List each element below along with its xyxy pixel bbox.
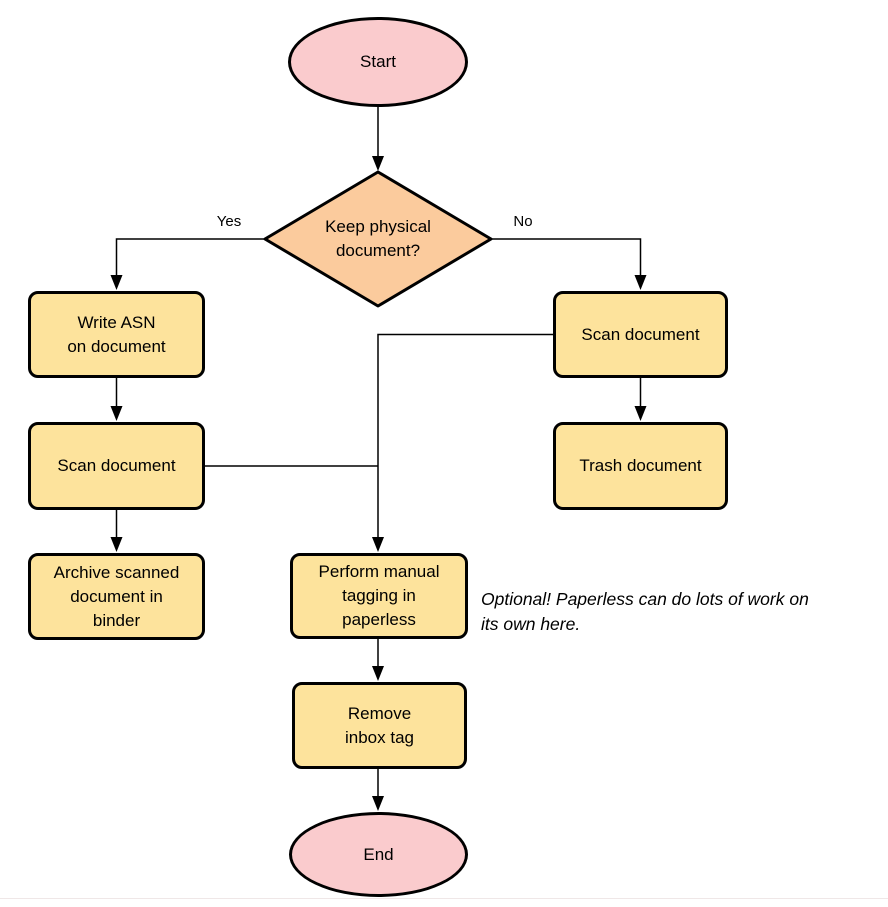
page-bottom-divider xyxy=(0,898,888,899)
node-label-start: Start xyxy=(360,52,396,71)
node-label-decision: Keep physical document? xyxy=(325,217,431,260)
edge-label-yes: Yes xyxy=(207,211,251,233)
node-label-end: End xyxy=(363,844,394,864)
node-label-archive-binder: Archive scanned document in binder xyxy=(53,562,180,630)
flowchart-node-end: End xyxy=(289,812,468,897)
flowchart-node-scan-document-right: Scan document xyxy=(553,291,728,378)
flowchart-node-write-asn: Write ASN on document xyxy=(28,291,205,378)
flowchart-node-manual-tagging: Perform manual tagging in paperless xyxy=(290,553,468,639)
node-label-manual-tagging: Perform manual tagging in paperless xyxy=(318,562,440,629)
node-label-trash-document: Trash document xyxy=(579,456,702,475)
decision-diamond-shape xyxy=(263,170,493,308)
connector-decision-no-to-scan-right xyxy=(490,238,647,290)
node-label-scan-document-right: Scan document xyxy=(581,324,700,344)
flowchart-node-scan-document-left: Scan document xyxy=(28,422,205,510)
flowchart-node-start: Start xyxy=(288,17,468,107)
node-label-write-asn: Write ASN on document xyxy=(67,312,166,356)
flowchart-node-remove-inbox-tag: Remove inbox tag xyxy=(292,682,467,769)
flowchart-node-trash-document: Trash document xyxy=(553,422,728,510)
flowchart-node-archive-binder: Archive scanned document in binder xyxy=(28,553,205,640)
node-label-remove-inbox-tag: Remove inbox tag xyxy=(345,703,414,747)
flowchart-node-decision: Keep physical document? xyxy=(262,169,494,309)
connector-decision-yes-to-write-asn xyxy=(110,238,265,290)
connector-scan-right-to-tagging xyxy=(372,333,553,552)
node-label-scan-document-left: Scan document xyxy=(57,456,176,475)
note-text: Optional! Paperless can do lots of work … xyxy=(481,589,809,634)
edge-label-no: No xyxy=(501,211,545,233)
